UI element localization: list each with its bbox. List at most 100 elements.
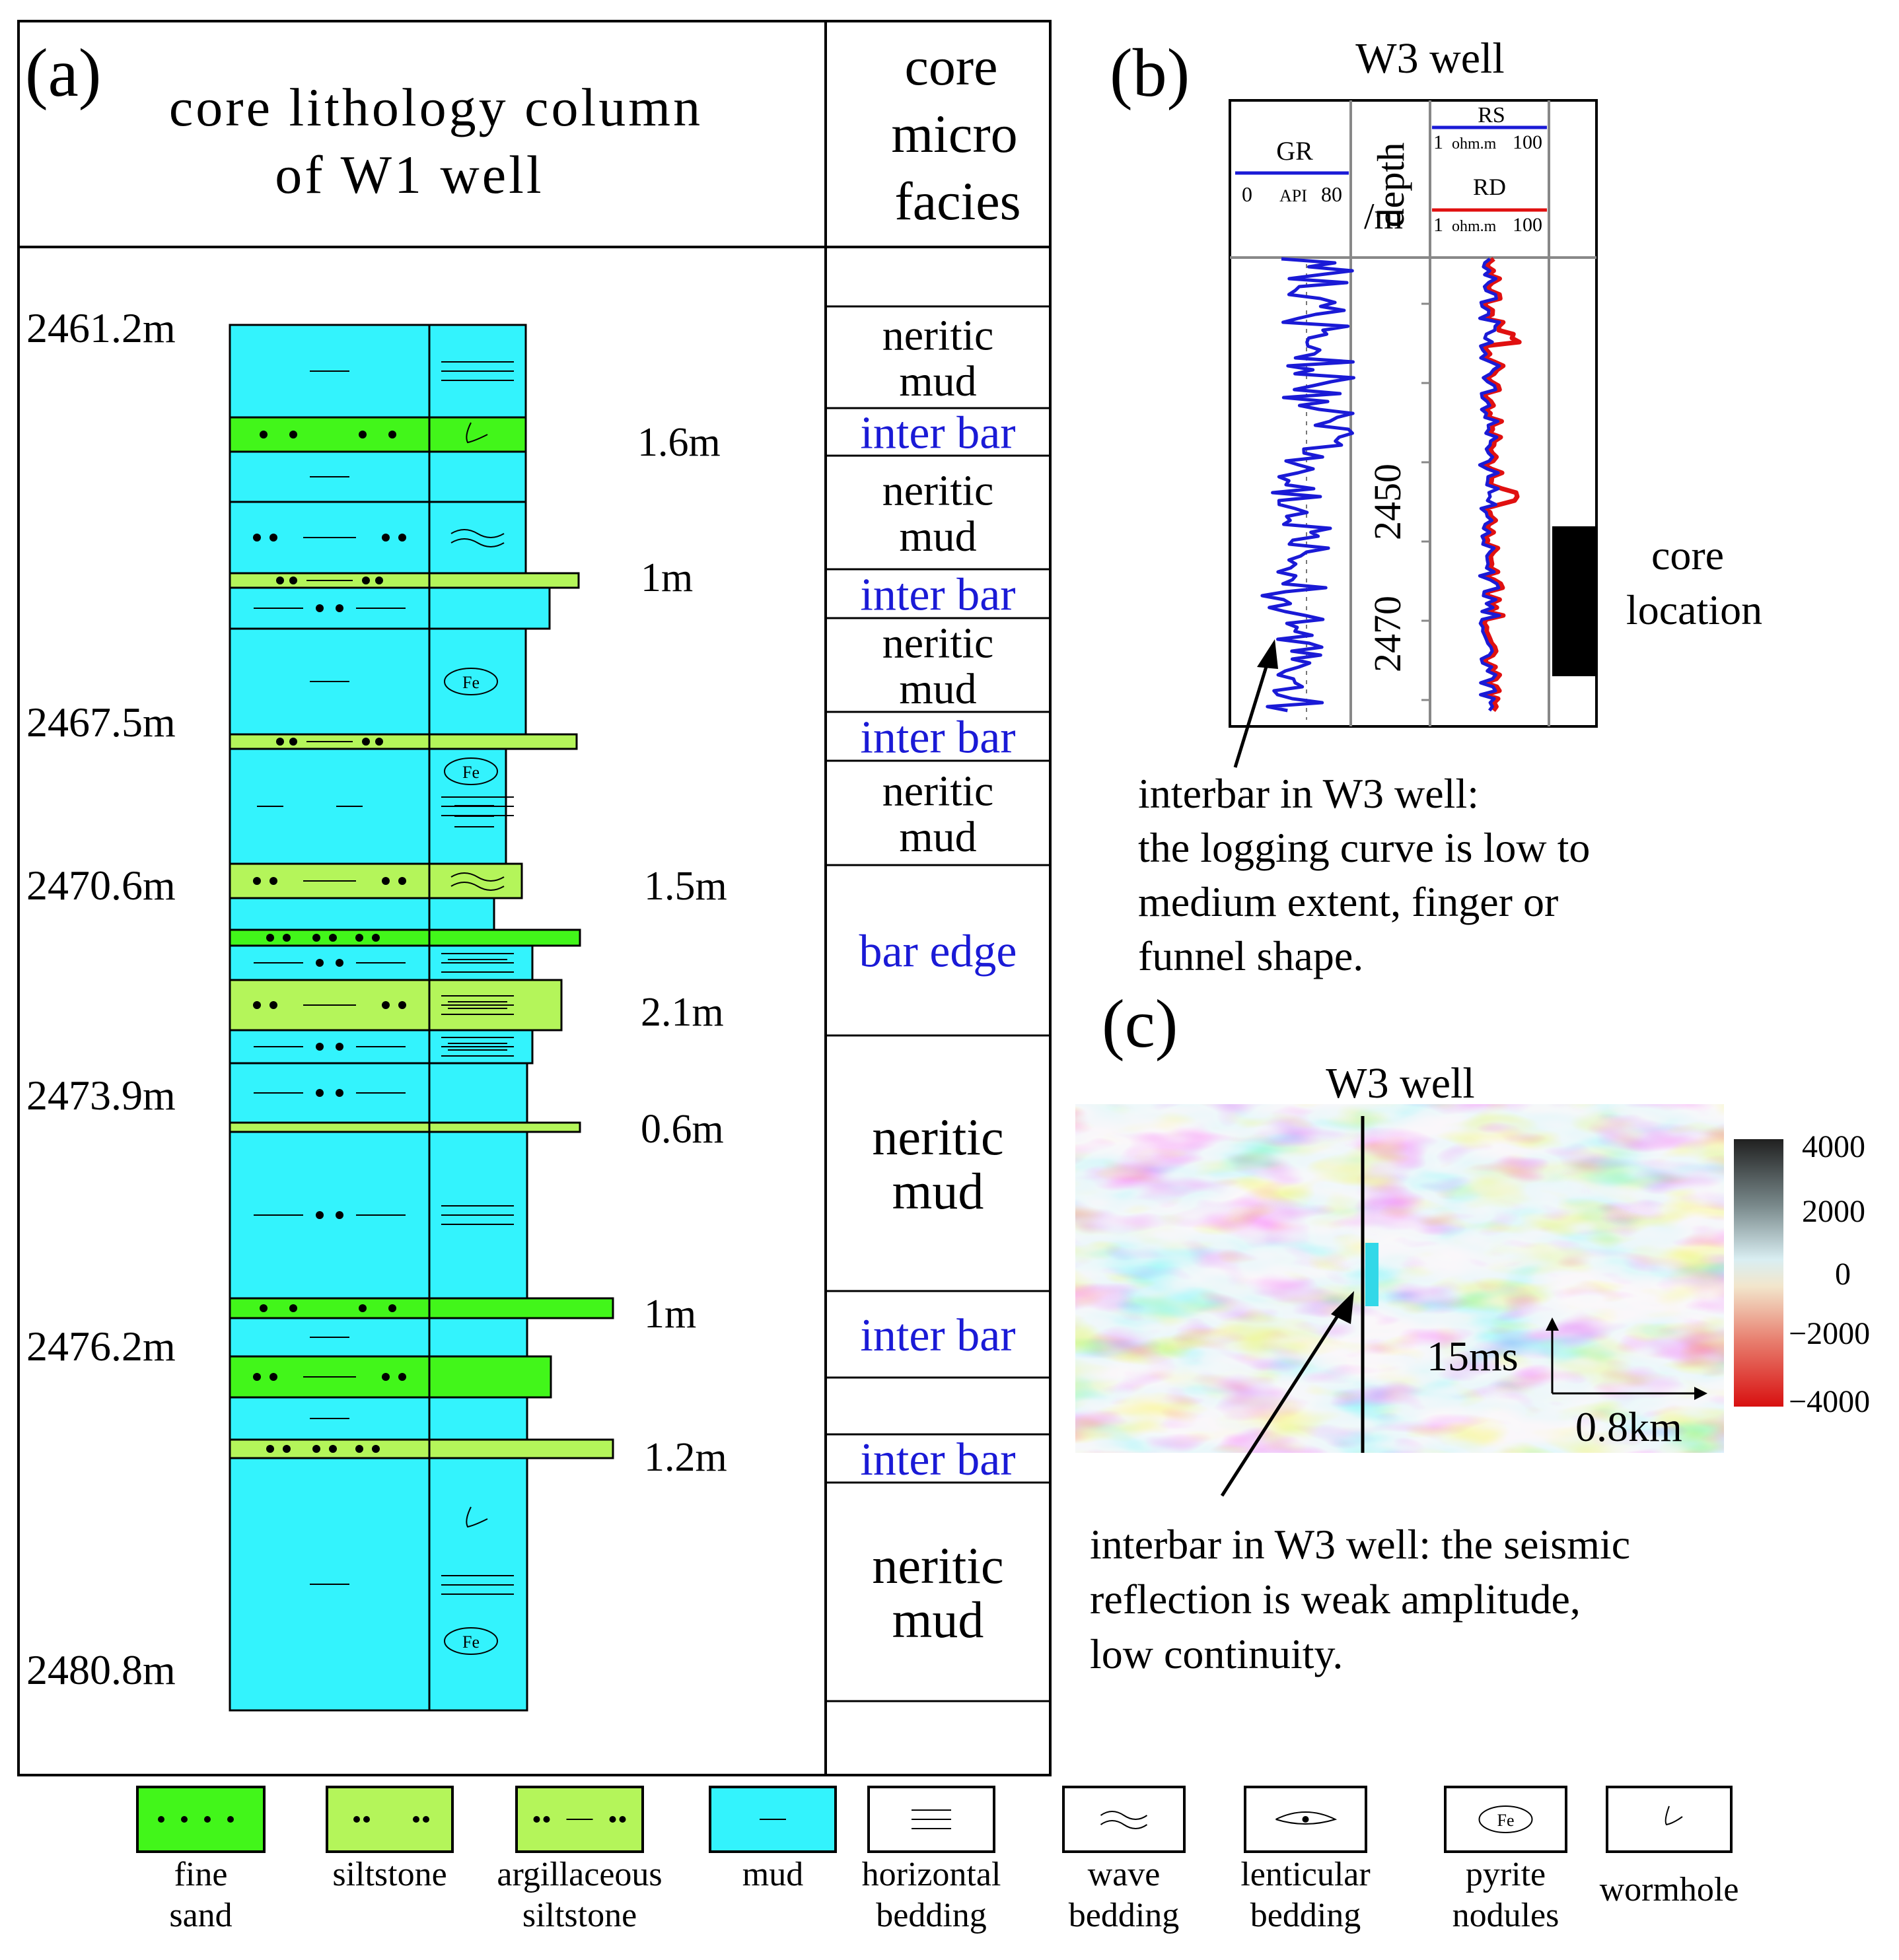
sand-dot [372, 934, 380, 942]
thickness-label: 1.5m [644, 864, 727, 909]
lithology-bed [229, 586, 551, 630]
depth-header: depth [1369, 143, 1412, 228]
facies-label-mud: mud [899, 357, 976, 405]
sand-dot [398, 1001, 406, 1009]
sand-dot [336, 1089, 343, 1097]
legend-label: pyrite [1466, 1856, 1546, 1893]
sand-dot [388, 431, 396, 438]
bed-fill [229, 450, 527, 503]
lithology-bed [229, 1355, 552, 1399]
panel-a-label: (a) [25, 35, 101, 111]
lithology-bed [229, 1131, 528, 1300]
seismic-section [1075, 1104, 1724, 1453]
scale-distance: 0.8km [1575, 1403, 1682, 1450]
sand-dot [316, 1211, 324, 1219]
facies-label-mud: mud [899, 512, 976, 561]
sand-dot [336, 959, 343, 967]
depth-unit: /m [1364, 196, 1403, 237]
bed-fill [229, 897, 495, 931]
legend-label: wormhole [1600, 1871, 1739, 1908]
bed-fill [229, 1355, 552, 1399]
rs-name: RS [1478, 103, 1505, 127]
legend-label: horizontal [862, 1856, 1001, 1893]
sand-dot [355, 934, 363, 942]
sand-dot [260, 1304, 268, 1312]
lithology-bed [229, 897, 495, 931]
legend-label: bedding [1069, 1897, 1180, 1934]
legend-dot [227, 1816, 234, 1823]
wave-bedding-icon [450, 529, 505, 547]
legend-dot [533, 1816, 540, 1823]
sand-dot [355, 1445, 363, 1453]
lithology-bed [229, 1396, 528, 1441]
depth-label: 2476.2m [26, 1323, 176, 1370]
facies-label-mud: neritic [882, 466, 994, 514]
lithology-bed [229, 1438, 614, 1459]
facies-label-bar: inter bar [860, 408, 1015, 459]
facies-label-bar: inter bar [860, 713, 1015, 763]
legend-dot [158, 1816, 164, 1823]
sand-dot [359, 1304, 367, 1312]
sand-dot [382, 1373, 390, 1381]
lithology-bed: Fe [229, 748, 514, 865]
bed-fill [229, 627, 527, 736]
facies-label-mud: neritic [882, 619, 994, 667]
sand-dot [289, 577, 297, 584]
sand-dot [289, 431, 297, 438]
lithology-bed [229, 979, 563, 1032]
gr-scale-max: 80 [1321, 182, 1342, 206]
legend-item-horizontal-bedding: horizontal bedding [862, 1786, 1001, 1934]
sand-dot [253, 1373, 261, 1381]
rd-name: RD [1473, 174, 1506, 200]
legend-label: wave [1088, 1856, 1161, 1893]
sand-dot [329, 934, 337, 942]
seismic-annotation: interbar in W3 well: the seismic [1090, 1521, 1630, 1568]
colorbar-tick: −4000 [1789, 1384, 1870, 1419]
sand-dot [375, 577, 383, 584]
sand-dot [269, 1373, 277, 1381]
sand-dot [382, 1001, 390, 1009]
facies-label-mud: neritic [882, 311, 994, 359]
lithology-bed [229, 733, 578, 750]
facies-header-2: micro [891, 104, 1017, 164]
pyrite-nodule-icon [444, 668, 498, 695]
rs-scale-max: 100 [1513, 131, 1542, 153]
bed-fill [229, 501, 527, 575]
legend-label: lenticular [1240, 1856, 1370, 1893]
sand-dot [269, 534, 277, 542]
thickness-label: 1.6m [637, 420, 721, 465]
legend-label: bedding [1250, 1897, 1361, 1934]
sand-dot [336, 1211, 343, 1219]
legend-swatch [326, 1786, 454, 1853]
sand-dot [398, 534, 406, 542]
panel-a: (a) core lithology column of W1 well cor… [17, 20, 1052, 1776]
legend-dot [1302, 1816, 1309, 1823]
depth-label: 2470.6m [26, 862, 176, 909]
log-annotation: funnel shape. [1138, 932, 1363, 979]
sand-dot [316, 604, 324, 612]
legend-swatch [1606, 1786, 1733, 1853]
facies-label-bar: bar edge [859, 927, 1017, 977]
log-frame [1229, 99, 1598, 728]
wave-icon [1100, 1811, 1148, 1829]
facies-header-3: facies [894, 171, 1021, 231]
sand-dot [372, 1445, 380, 1453]
sand-dot [336, 1043, 343, 1051]
sand-dot [375, 738, 383, 746]
sand-dot [253, 877, 261, 885]
legend-label: bedding [876, 1897, 987, 1934]
legend-item-siltstone: siltstone [326, 1786, 454, 1893]
depth-tick: 2470 [1366, 596, 1409, 672]
pyrite-icon [1478, 1805, 1533, 1833]
lithology-bed [229, 324, 527, 419]
panel-c-label: (c) [1102, 986, 1178, 1062]
rs-scale-unit: ohm.m [1452, 135, 1497, 153]
pyrite-label: Fe [462, 1632, 480, 1652]
bed-fill [229, 928, 581, 947]
lithology-bed [229, 1121, 581, 1133]
bed-fill [229, 1396, 528, 1441]
